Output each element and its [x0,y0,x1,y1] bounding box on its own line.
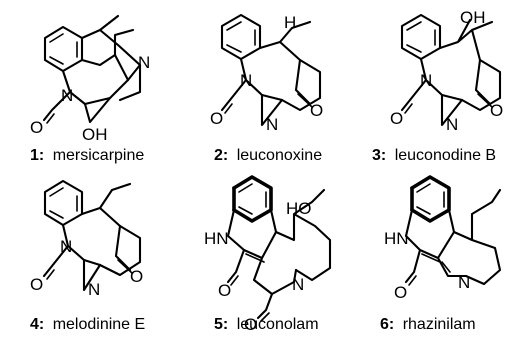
structure-rhazinilam: HN O N [384,175,502,302]
atom-o: O [244,315,257,334]
atom-n: N [420,71,432,90]
atom-oh: OH [82,125,108,144]
atom-n: N [458,273,470,292]
atom-n: N [60,237,72,256]
caption-melodinine-e: 4: melodinine E [30,316,145,333]
structure-leuconodine-b: OH N O N O [390,8,503,134]
atom-n: N [266,115,278,134]
atom-o: O [130,267,143,286]
atom-n: N [446,115,458,134]
atom-hn: HN [384,229,409,248]
atom-o: O [210,109,223,128]
atom-n: N [88,280,100,299]
atom-o: O [394,283,407,302]
atom-oh: OH [460,8,486,27]
caption-leuconolam: 5: leuconolam [214,316,319,333]
atom-o: O [490,101,503,120]
atom-hn: HN [204,229,229,248]
atom-o: O [390,109,403,128]
caption-rhazinilam: 6: rhazinilam [380,316,476,333]
atom-n: N [61,86,73,105]
atom-n: N [240,71,252,90]
caption-leuconodine-b: 3: leuconodine B [372,147,496,164]
caption-mersicarpine: 1: mersicarpine [30,147,144,164]
structure-leuconolam: HN HO O O N [204,175,332,334]
structure-mersicarpine: N N O OH [30,14,150,144]
atom-o: O [310,101,323,120]
structure-leuconoxine: H N O N O [210,13,323,134]
atom-ho: HO [286,199,312,218]
atom-n: N [292,275,304,294]
atom-h: H [284,13,296,32]
caption-leuconoxine: 2: leuconoxine [214,147,322,164]
atom-o: O [218,281,231,300]
structure-melodinine-e: N O N O [30,179,143,299]
atom-o: O [30,118,43,137]
atom-n: N [138,53,150,72]
atom-o: O [30,275,43,294]
